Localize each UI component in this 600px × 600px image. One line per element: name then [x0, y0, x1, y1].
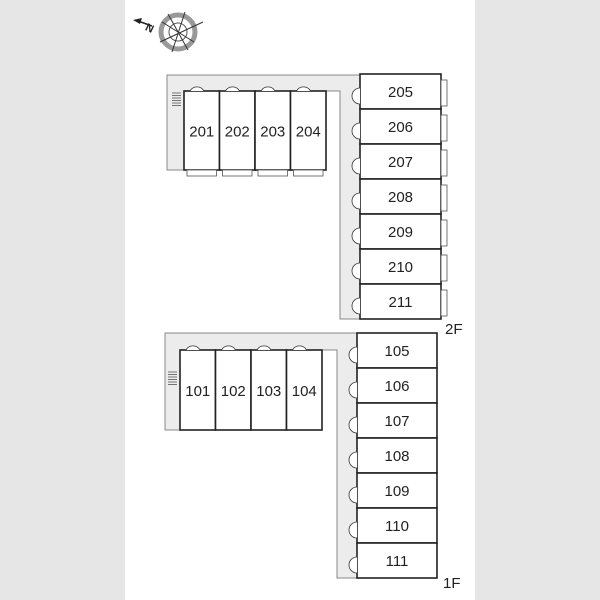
- unit-111[interactable]: 111: [348, 542, 438, 579]
- door-icon: [348, 451, 358, 469]
- balcony: [440, 289, 448, 317]
- balcony: [440, 114, 448, 142]
- unit-number: 101: [185, 383, 210, 400]
- floor-label: 2F: [445, 321, 463, 338]
- unit-number: 201: [189, 124, 214, 141]
- door-icon: [225, 86, 240, 92]
- unit-101[interactable]: 101: [179, 345, 217, 431]
- door-icon: [260, 86, 276, 92]
- unit-number: 210: [388, 259, 413, 276]
- unit-106[interactable]: 106: [348, 367, 438, 404]
- door-icon: [256, 345, 272, 351]
- balcony: [440, 219, 448, 247]
- unit-number: 204: [296, 124, 321, 141]
- floor-label: 1F: [443, 575, 461, 592]
- floor-2f: 201 202 203 204 205 206 207 208 209 210 211 2F: [166, 73, 463, 338]
- unit-number: 206: [388, 119, 413, 136]
- floor-1f: 101 102 103 104 105 106 107 108 109 110 111 1F: [164, 332, 461, 592]
- unit-209[interactable]: 209: [351, 213, 448, 250]
- compass-icon: N: [133, 11, 204, 53]
- unit-205[interactable]: 205: [351, 73, 448, 110]
- balcony: [257, 169, 288, 177]
- unit-104[interactable]: 104: [285, 345, 323, 431]
- unit-105[interactable]: 105: [348, 332, 438, 369]
- unit-206[interactable]: 206: [351, 108, 448, 145]
- unit-208[interactable]: 208: [351, 178, 448, 215]
- door-icon: [351, 297, 361, 315]
- unit-number: 104: [292, 383, 317, 400]
- balcony: [440, 79, 448, 107]
- unit-108[interactable]: 108: [348, 437, 438, 474]
- door-icon: [351, 157, 361, 175]
- unit-207[interactable]: 207: [351, 143, 448, 180]
- unit-210[interactable]: 210: [351, 248, 448, 285]
- unit-202[interactable]: 202: [218, 86, 256, 177]
- unit-201[interactable]: 201: [183, 86, 221, 177]
- unit-number: 211: [389, 294, 413, 311]
- unit-number: 108: [384, 448, 409, 465]
- door-icon: [348, 556, 358, 574]
- door-icon: [348, 521, 358, 539]
- unit-number: 111: [386, 553, 409, 570]
- balcony: [440, 184, 448, 212]
- door-icon: [348, 416, 358, 434]
- unit-203[interactable]: 203: [254, 86, 292, 177]
- unit-107[interactable]: 107: [348, 402, 438, 439]
- balcony: [222, 169, 253, 177]
- unit-number: 103: [256, 383, 281, 400]
- door-icon: [348, 381, 358, 399]
- unit-number: 208: [388, 189, 413, 206]
- unit-number: 102: [221, 383, 246, 400]
- unit-211[interactable]: 211: [351, 283, 448, 320]
- unit-103[interactable]: 103: [250, 345, 288, 431]
- unit-number: 207: [388, 154, 413, 171]
- unit-number: 109: [384, 483, 409, 500]
- unit-110[interactable]: 110: [348, 507, 438, 544]
- door-icon: [221, 345, 236, 351]
- unit-number: 205: [388, 84, 413, 101]
- door-icon: [351, 262, 361, 280]
- unit-number: 107: [384, 413, 409, 430]
- stairs-icon: [168, 371, 177, 385]
- stairs-icon: [172, 92, 181, 106]
- door-icon: [351, 122, 361, 140]
- door-icon: [292, 345, 307, 351]
- unit-number: 105: [384, 343, 409, 360]
- unit-number: 203: [260, 124, 285, 141]
- balcony: [293, 169, 324, 177]
- door-icon: [351, 192, 361, 210]
- door-icon: [351, 87, 361, 105]
- door-icon: [296, 86, 311, 92]
- door-icon: [348, 486, 358, 504]
- unit-204[interactable]: 204: [289, 86, 327, 177]
- unit-109[interactable]: 109: [348, 472, 438, 509]
- door-icon: [189, 86, 205, 92]
- balcony: [440, 149, 448, 177]
- unit-number: 202: [225, 124, 250, 141]
- door-icon: [348, 346, 358, 364]
- balcony: [440, 254, 448, 282]
- door-icon: [185, 345, 201, 351]
- unit-number: 106: [384, 378, 409, 395]
- balcony: [186, 169, 217, 177]
- unit-number: 110: [385, 518, 409, 535]
- unit-102[interactable]: 102: [214, 345, 252, 431]
- door-icon: [351, 227, 361, 245]
- unit-number: 209: [388, 224, 413, 241]
